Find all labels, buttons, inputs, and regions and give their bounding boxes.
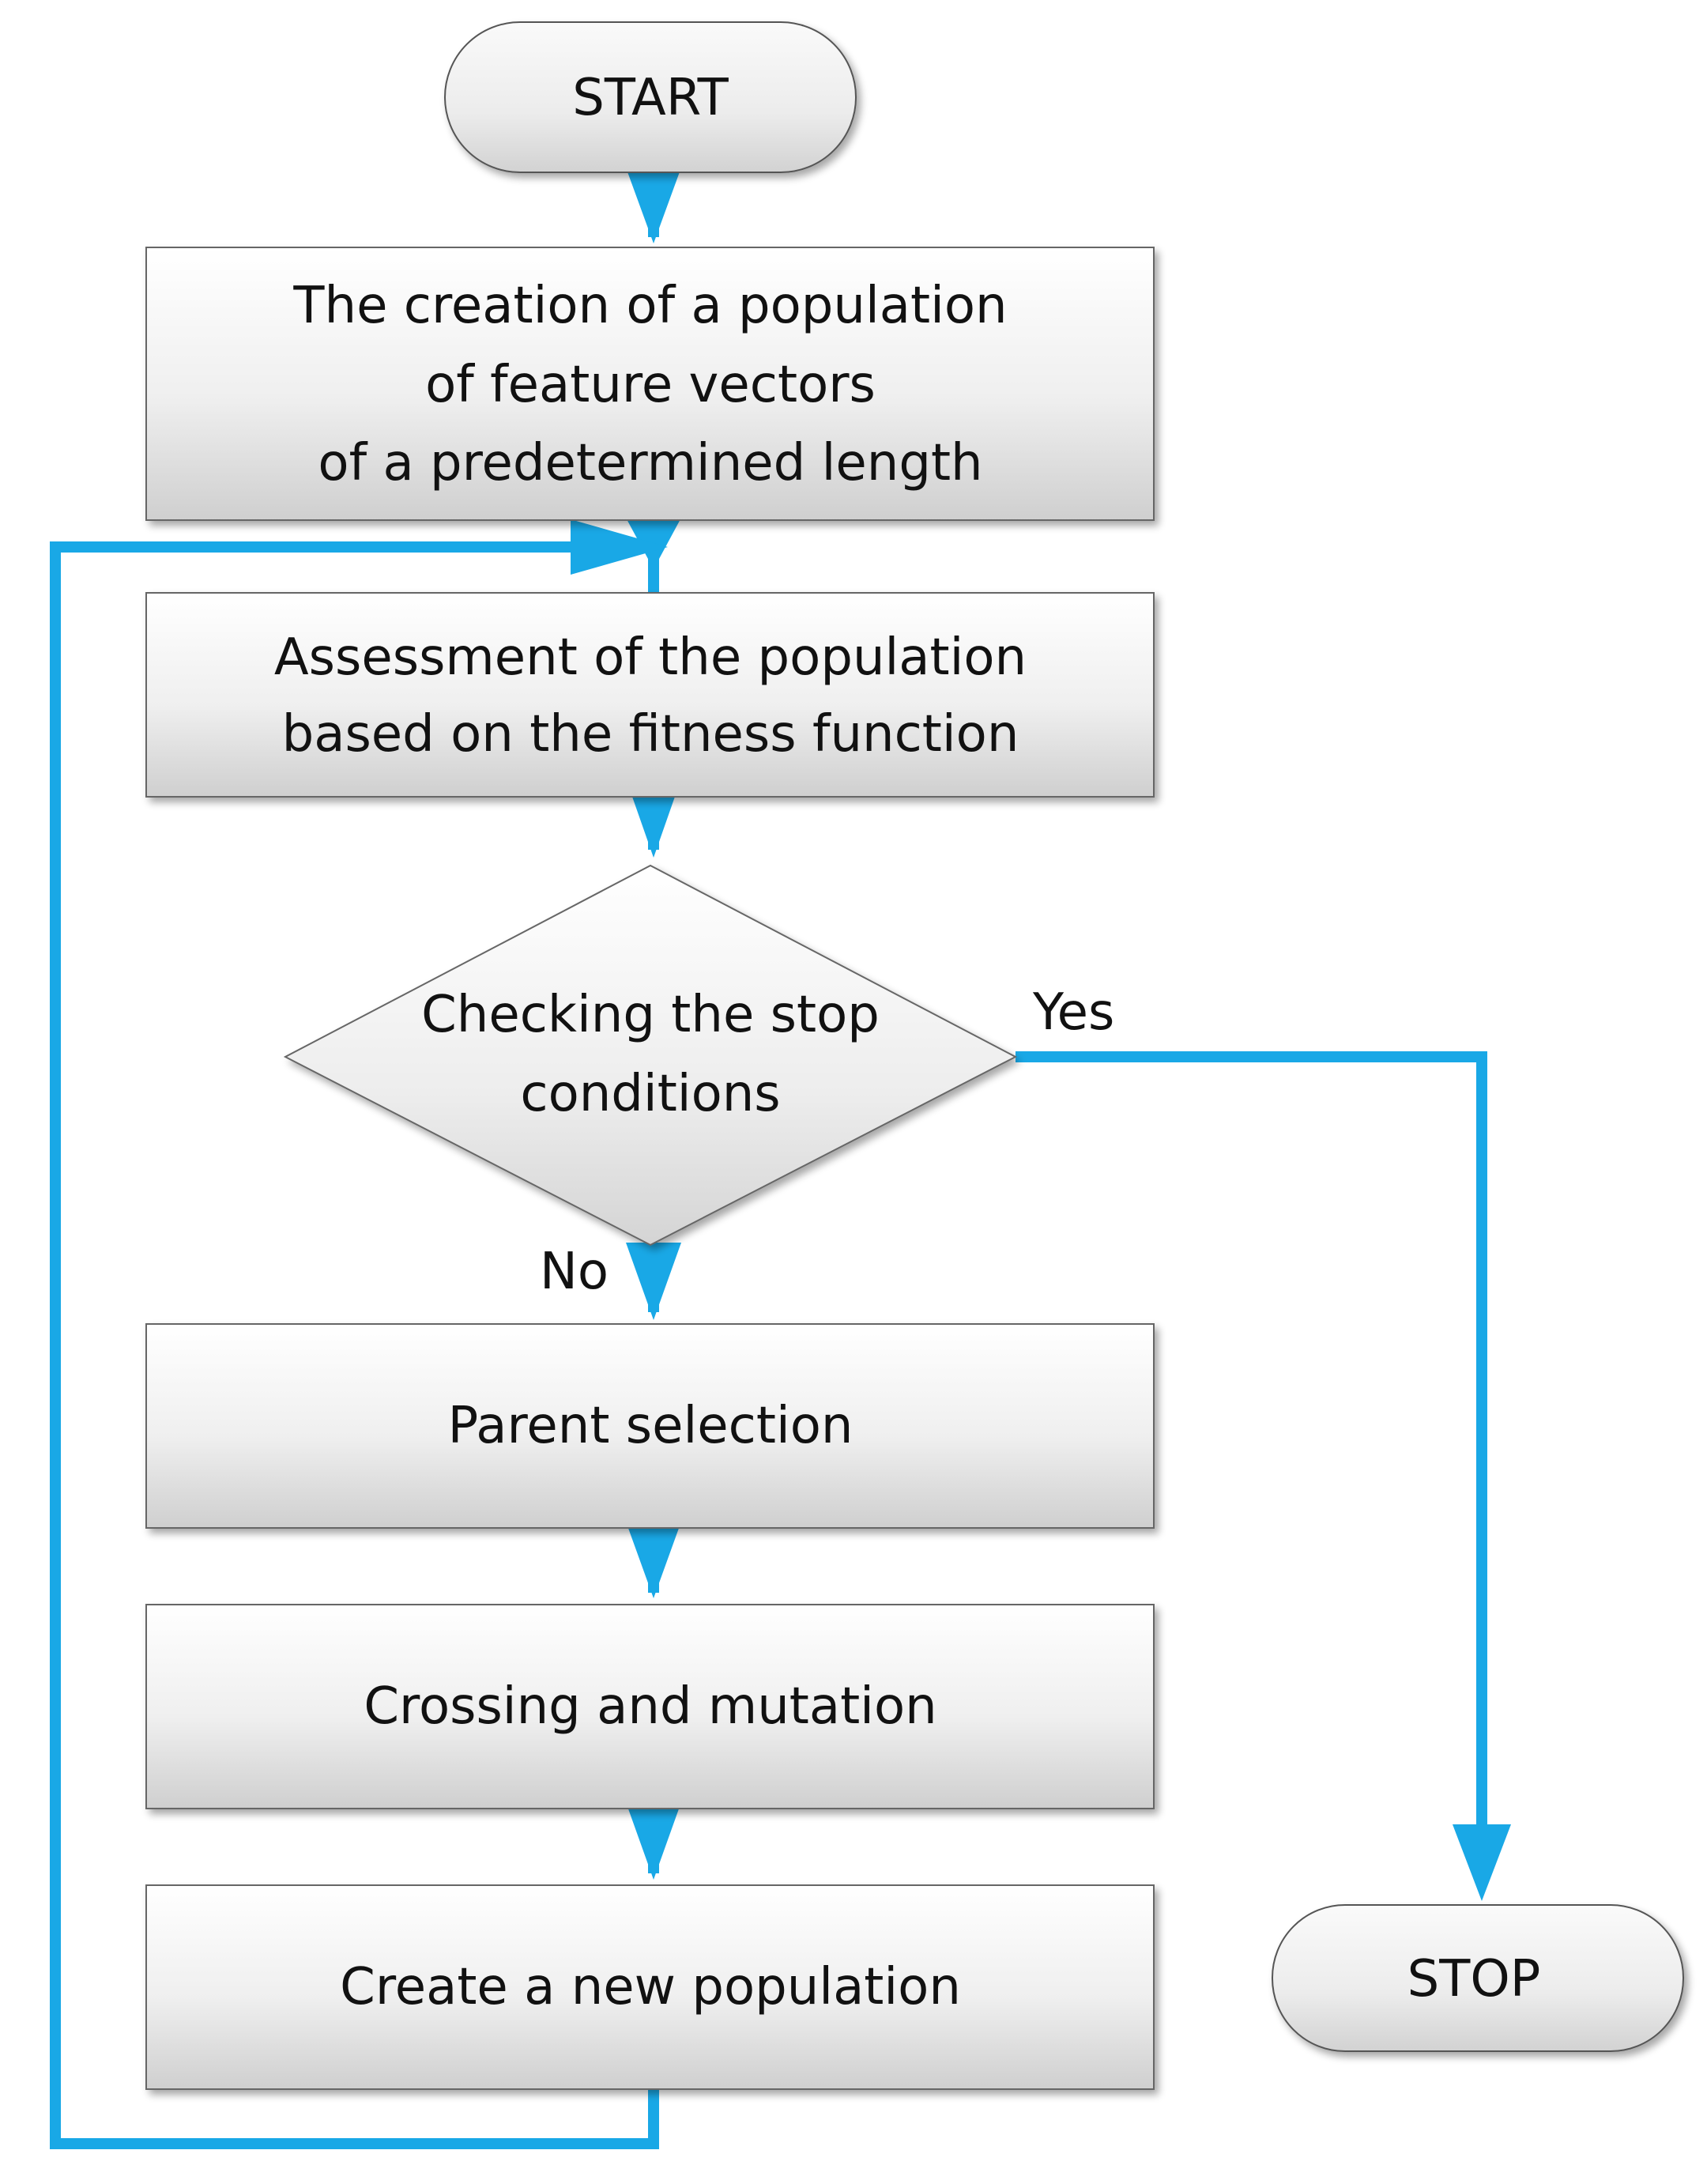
arrowhead-parent-selection bbox=[626, 1243, 681, 1320]
arrowhead-crossing bbox=[626, 1522, 681, 1598]
connector-yes-to-stop bbox=[1016, 1051, 1487, 1842]
create-population-line-2: of feature vectors bbox=[425, 356, 876, 414]
connectors bbox=[50, 168, 1511, 2149]
arrowhead-decision bbox=[626, 779, 681, 858]
parent-selection-label: Parent selection bbox=[448, 1397, 854, 1455]
create-population-line-1: The creation of a population bbox=[292, 277, 1007, 335]
new-population-label: Create a new population bbox=[340, 1958, 961, 2016]
process-assessment: Assessment of the population based on th… bbox=[145, 592, 1155, 798]
decision-check-stop: Checking the stop conditions bbox=[283, 864, 1018, 1247]
create-population-line-3: of a predetermined length bbox=[318, 434, 982, 492]
check-stop-line-2: conditions bbox=[520, 1065, 780, 1123]
process-crossing-mutation: Crossing and mutation bbox=[145, 1604, 1155, 1809]
stop-label: STOP bbox=[1407, 1950, 1541, 2009]
assessment-line-2: based on the fitness function bbox=[282, 705, 1019, 764]
connector-loop-back bbox=[50, 541, 659, 2149]
arrowhead-loop bbox=[571, 519, 668, 575]
start-label: START bbox=[572, 69, 729, 127]
stop-terminator: STOP bbox=[1272, 1904, 1684, 2052]
process-new-population: Create a new population bbox=[145, 1884, 1155, 2090]
check-stop-line-1: Checking the stop bbox=[421, 986, 880, 1044]
edge-label-no: No bbox=[540, 1243, 609, 1301]
start-terminator: START bbox=[444, 21, 857, 173]
assessment-line-1: Assessment of the population bbox=[274, 628, 1027, 687]
arrowhead-start bbox=[626, 168, 681, 243]
arrowhead-new-population bbox=[626, 1802, 681, 1880]
arrowhead-stop bbox=[1453, 1824, 1511, 1901]
process-parent-selection: Parent selection bbox=[145, 1323, 1155, 1529]
crossing-mutation-label: Crossing and mutation bbox=[364, 1677, 936, 1736]
edge-label-yes: Yes bbox=[1032, 983, 1114, 1042]
process-create-population: The creation of a population of feature … bbox=[145, 247, 1155, 521]
